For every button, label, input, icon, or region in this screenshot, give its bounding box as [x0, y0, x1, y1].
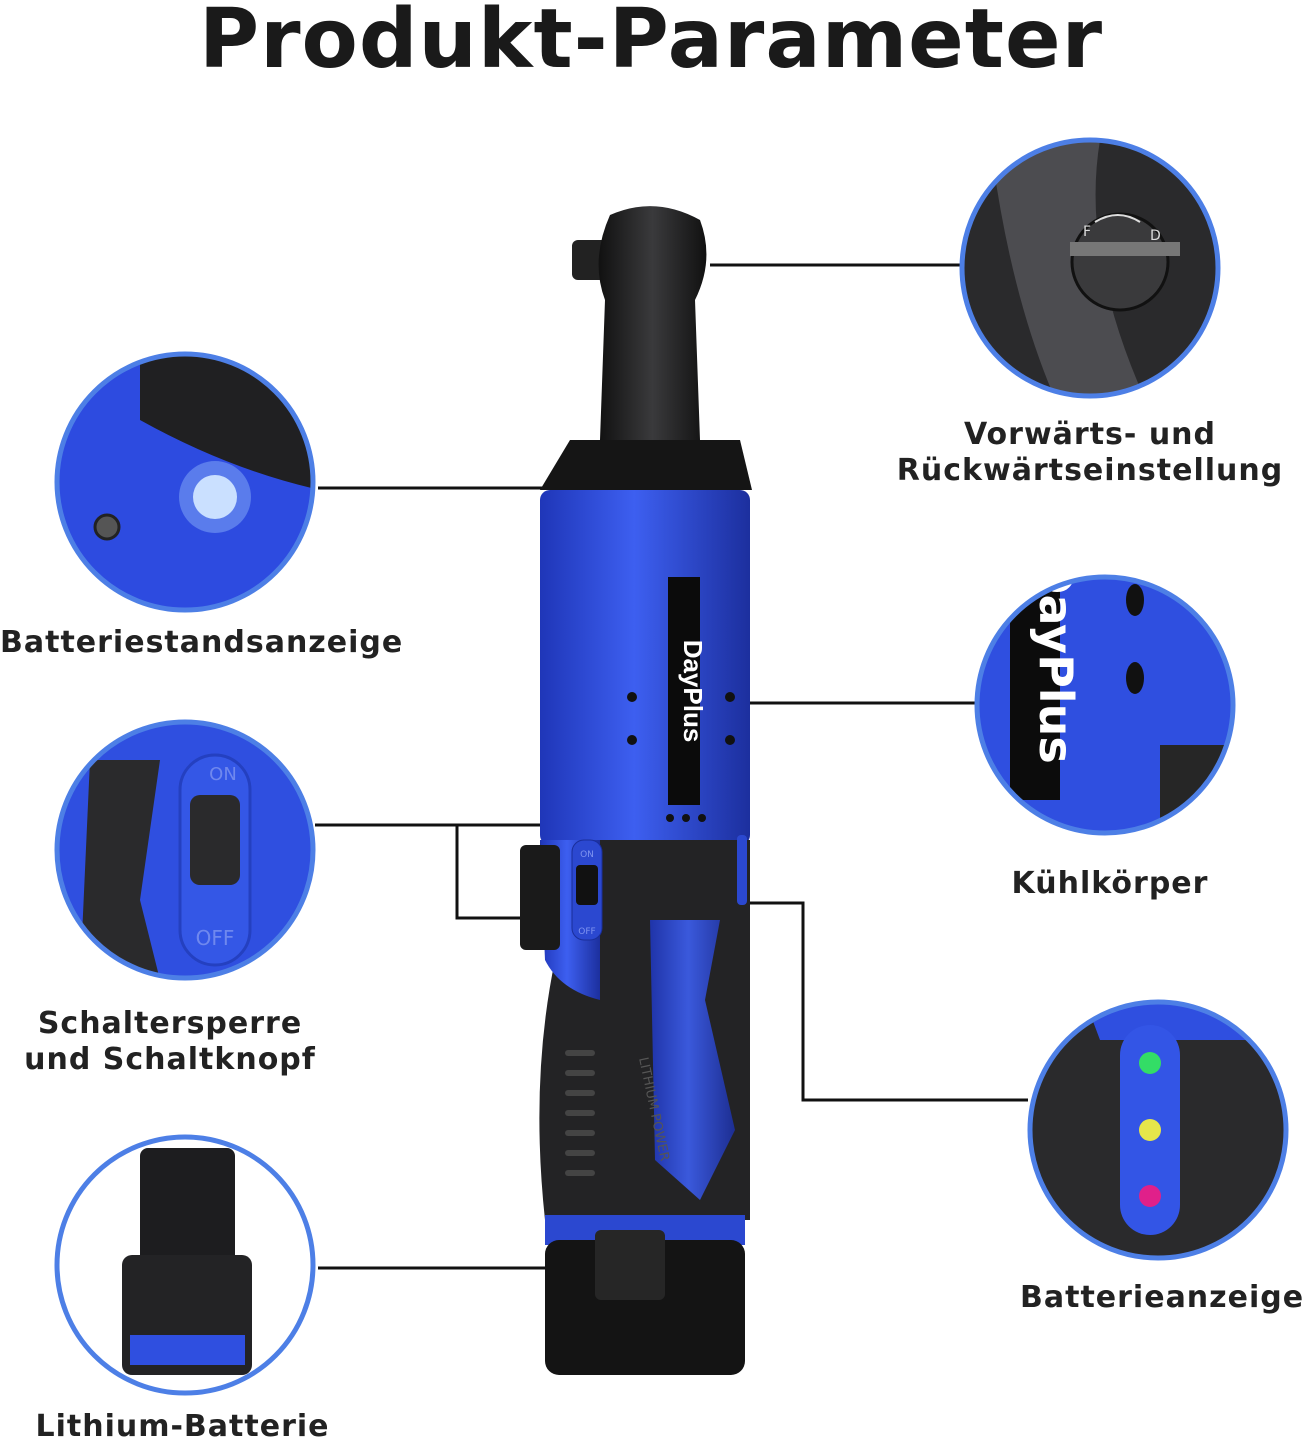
label-switch-line2: und Schaltknopf: [24, 1042, 316, 1077]
callout-lines: [315, 263, 1028, 1270]
label-switch-line1: Schaltersperre: [37, 1006, 303, 1041]
logo-strip: [668, 577, 700, 805]
label-direction-line2: Rückwärtseinstellung: [896, 453, 1284, 488]
brand-logo: DayPlus: [678, 640, 708, 743]
label-lithium-battery: Lithium-Batterie: [35, 1409, 330, 1444]
ratchet-head: [598, 206, 707, 440]
detail-switch: ON OFF: [57, 722, 313, 978]
label-direction: Vorwärts- und Rückwärtseinstellung: [880, 417, 1300, 489]
tool-on-label: ON: [580, 850, 594, 860]
detail-lithium-battery: [57, 1137, 313, 1393]
detail-cooling-vents: DayPlus: [977, 556, 1233, 833]
label-switch: Schaltersperre und Schaltknopf: [20, 1006, 320, 1078]
label-battery-indicator: Batterieanzeige: [1020, 1280, 1302, 1315]
switch-lock: [520, 845, 560, 950]
page-title: Produkt-Parameter: [198, 0, 1104, 87]
cooling-logo: DayPlus: [1029, 556, 1083, 763]
label-battery-level: Batteriestandsanzeige: [0, 625, 404, 660]
switch-on-label: ON: [209, 764, 237, 785]
label-direction-line1: Vorwärts- und: [963, 417, 1217, 452]
detail-battery-level-light: [57, 354, 313, 610]
line-battery-indicator: [745, 901, 1028, 1102]
motor-housing: [540, 490, 750, 845]
switch-off-label: OFF: [196, 926, 235, 950]
ratchet-tool: DayPlus ON OFF LITHIUM POWER: [520, 206, 752, 1375]
led-panel: [737, 835, 747, 905]
tool-off-label: OFF: [578, 927, 595, 937]
detail-battery-indicator: [1030, 1002, 1286, 1258]
mark-d: D: [1150, 228, 1161, 244]
detail-direction-switch: F D: [962, 140, 1218, 396]
label-cooling: Kühlkörper: [1011, 866, 1209, 901]
mark-f: F: [1083, 224, 1091, 240]
